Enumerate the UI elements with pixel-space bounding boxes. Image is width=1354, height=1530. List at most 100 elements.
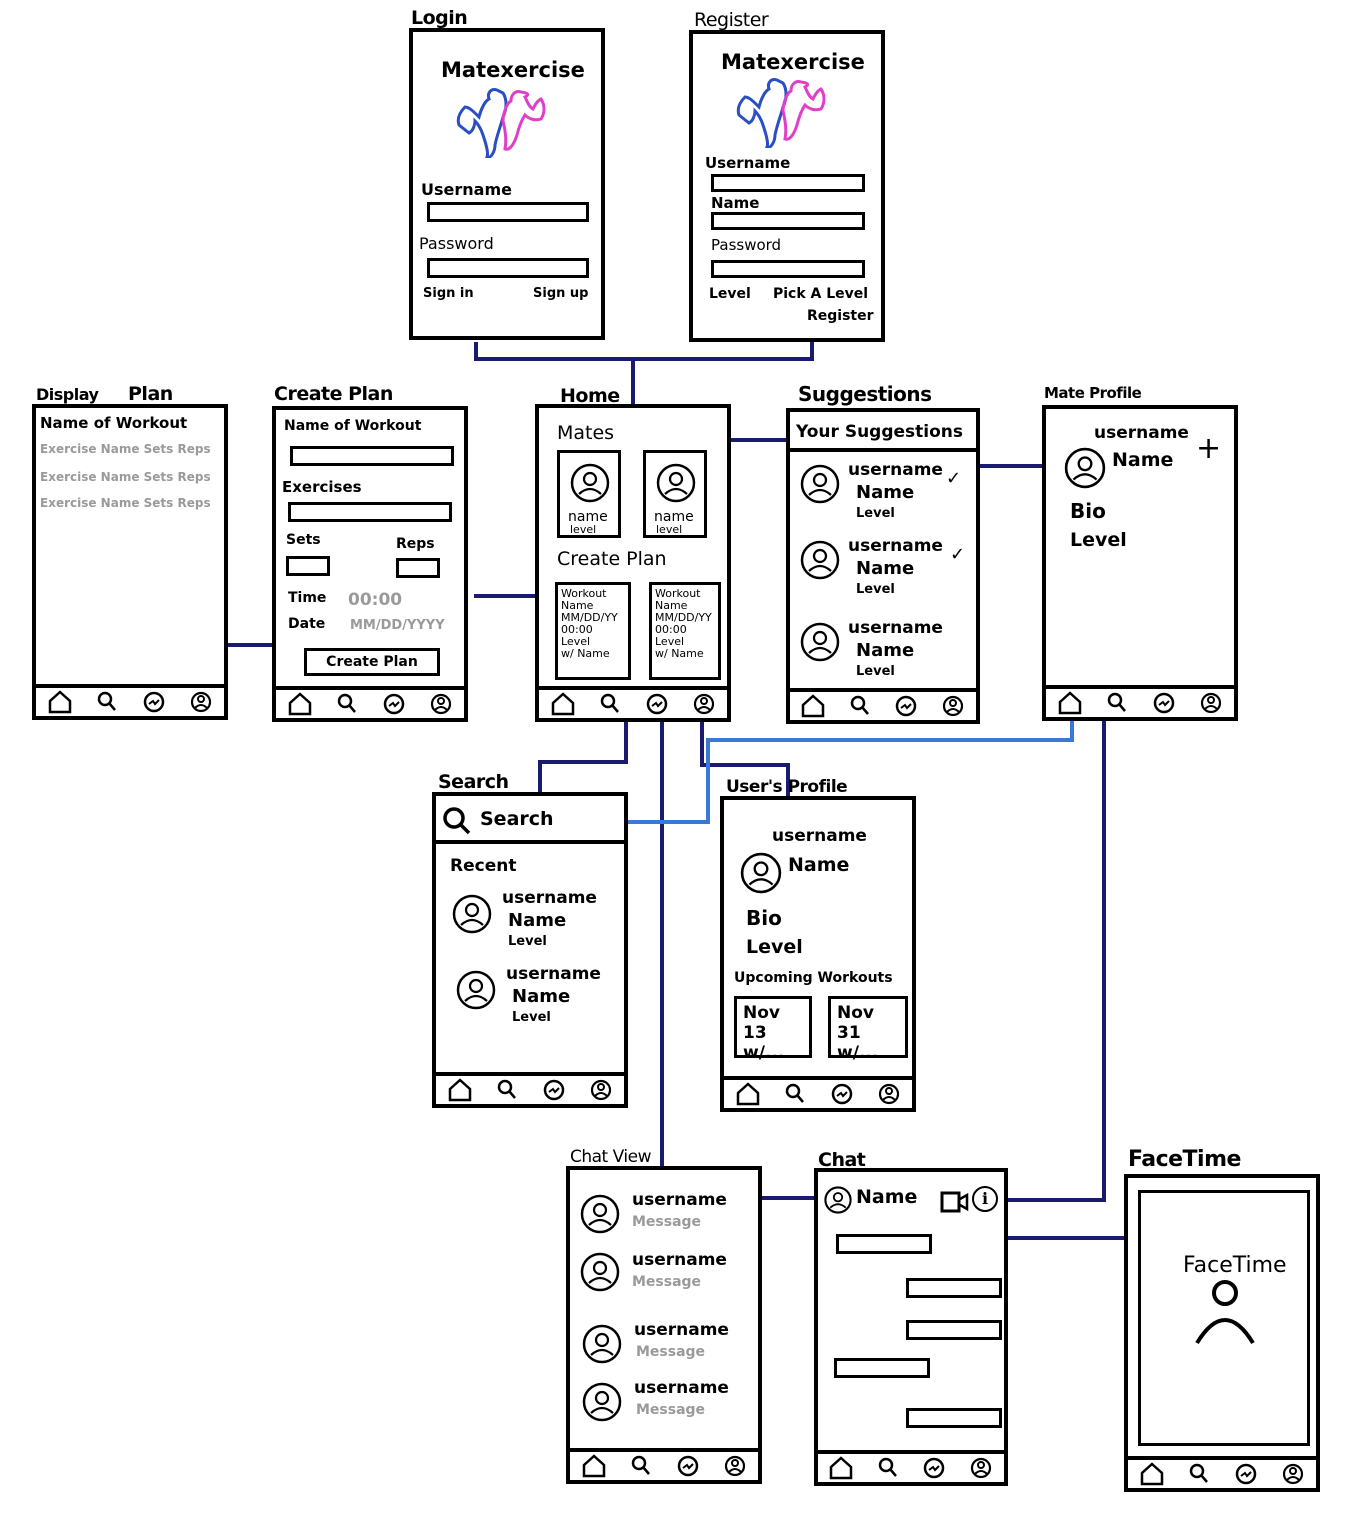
video-call-icon[interactable] [940,1190,970,1214]
time-value[interactable]: 00:00 [348,590,403,610]
divider [436,840,626,844]
home-icon[interactable] [47,690,73,714]
suggestion-item[interactable]: username Name Level ✓ [796,536,972,606]
search-result-item[interactable]: username Name Level [456,964,626,1034]
chat-icon[interactable] [1151,691,1177,715]
sign-in-button[interactable]: Sign in [423,286,474,301]
suggestion-item[interactable]: username Name Level ✓ [796,460,972,530]
workout-name-input[interactable] [290,446,454,466]
checkmark-icon[interactable]: ✓ [950,544,966,565]
profile-icon[interactable] [968,1456,994,1480]
app-name: Matexercise [441,58,585,82]
profile-icon[interactable] [588,1078,614,1102]
checkmark-icon[interactable]: ✓ [946,468,962,489]
tab-bar [436,1072,624,1104]
chat-list-item[interactable]: username Message [582,1318,762,1372]
home-icon[interactable] [287,692,313,716]
search-icon[interactable] [875,1456,901,1480]
sign-up-link[interactable]: Sign up [533,286,589,301]
password-label: Password [419,234,494,253]
search-result-item[interactable]: username Name Level [452,888,622,958]
facetime-screen: FaceTime [1124,1174,1320,1492]
search-icon[interactable] [1186,1462,1212,1486]
avatar-icon [800,540,840,580]
search-icon[interactable] [628,1454,654,1478]
profile-icon[interactable] [940,694,966,718]
suggestion-item[interactable]: username Name Level [796,618,972,688]
chat-username: username [634,1378,729,1398]
search-icon[interactable] [847,694,873,718]
home-icon[interactable] [447,1078,473,1102]
profile-icon[interactable] [188,690,214,714]
home-icon[interactable] [1139,1462,1165,1486]
search-icon[interactable] [597,692,623,716]
profile-icon[interactable] [1280,1462,1306,1486]
home-icon[interactable] [800,694,826,718]
chat-icon[interactable] [381,692,407,716]
upcoming-workout-card[interactable]: Nov 13 w/... [734,996,812,1063]
search-icon[interactable] [494,1078,520,1102]
home-icon[interactable] [735,1082,761,1106]
mate-card[interactable]: name level [557,450,621,538]
register-button[interactable]: Register [807,308,874,324]
chat-list-item[interactable]: username Message [580,1248,760,1302]
chat-icon[interactable] [675,1454,701,1478]
profile-icon[interactable] [876,1082,902,1106]
mate-level: level [656,523,683,536]
home-icon[interactable] [581,1454,607,1478]
home-icon[interactable] [1057,691,1083,715]
name-input[interactable] [711,212,865,230]
chat-icon[interactable] [541,1078,567,1102]
chat-icon[interactable] [1233,1462,1259,1486]
chat-icon[interactable] [829,1082,855,1106]
plan-card[interactable]: Workout Name MM/DD/YY 00:00 Level w/ Nam… [555,582,631,680]
search-icon[interactable] [94,690,120,714]
search-input[interactable]: Search [480,808,554,830]
reps-input[interactable] [396,558,440,578]
sets-label: Sets [286,532,321,548]
create-plan-button[interactable]: Create Plan [304,648,440,676]
info-icon[interactable]: i [972,1186,998,1212]
chat-icon[interactable] [141,690,167,714]
home-icon[interactable] [550,692,576,716]
plan-card[interactable]: Workout Name MM/DD/YY 00:00 Level w/ Nam… [649,582,721,680]
result-level: Level [512,1010,551,1025]
sets-input[interactable] [286,556,330,576]
home-icon[interactable] [828,1456,854,1480]
password-input[interactable] [427,258,589,278]
search-icon[interactable] [334,692,360,716]
chat-username: username [632,1190,727,1210]
chat-icon[interactable] [893,694,919,718]
exercises-input[interactable] [288,502,452,522]
chat-icon[interactable] [921,1456,947,1480]
date-label: Date [288,616,326,632]
password-label: Password [711,236,782,254]
search-icon[interactable] [782,1082,808,1106]
username-input[interactable] [427,202,589,222]
username-label: Username [421,180,512,199]
mate-card[interactable]: name level [643,450,707,538]
profile-icon[interactable] [428,692,454,716]
username-input[interactable] [711,174,865,192]
suggestion-name: Name [856,482,915,503]
chat-list-item[interactable]: username Message [580,1188,760,1242]
plan-line: MM/DD/YY [561,611,618,624]
name-label: Name [711,194,760,212]
chat-icon[interactable] [644,692,670,716]
chat-list-item[interactable]: username Message [582,1376,762,1430]
level-picker[interactable]: Pick A Level [773,286,869,302]
suggestion-level: Level [856,506,895,521]
profile-icon[interactable] [1198,691,1224,715]
plus-icon[interactable]: + [1196,431,1222,466]
user-username: username [772,826,867,846]
profile-icon[interactable] [691,692,717,716]
avatar-icon [580,1252,620,1292]
result-username: username [502,888,597,908]
tab-bar [539,686,727,718]
password-input[interactable] [711,260,865,278]
result-name: Name [512,986,571,1007]
search-icon[interactable] [1104,691,1130,715]
profile-icon[interactable] [722,1454,748,1478]
upcoming-workout-card[interactable]: Nov 31 w/... [828,996,908,1063]
date-value[interactable]: MM/DD/YYYY [350,618,445,633]
